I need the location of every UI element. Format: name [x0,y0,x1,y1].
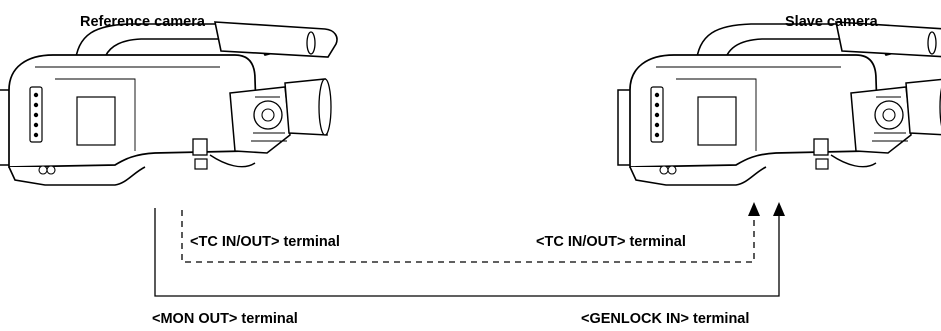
tc-in-out-slave-label: <TC IN/OUT> terminal [536,234,686,250]
timecode-line [181,210,755,263]
slave-camera-title: Slave camera [785,14,878,30]
timecode-arrowhead [748,202,760,216]
slave-camera-illustration [617,21,941,186]
reference-camera-title: Reference camera [80,14,205,30]
mon-out-label: <MON OUT> terminal [152,311,298,327]
reference-camera-illustration [0,21,338,186]
genlock-in-label: <GENLOCK IN> terminal [581,311,750,327]
genlock-line [154,208,780,297]
genlock-arrowhead [773,202,785,216]
tc-in-out-reference-label: <TC IN/OUT> terminal [190,234,340,250]
